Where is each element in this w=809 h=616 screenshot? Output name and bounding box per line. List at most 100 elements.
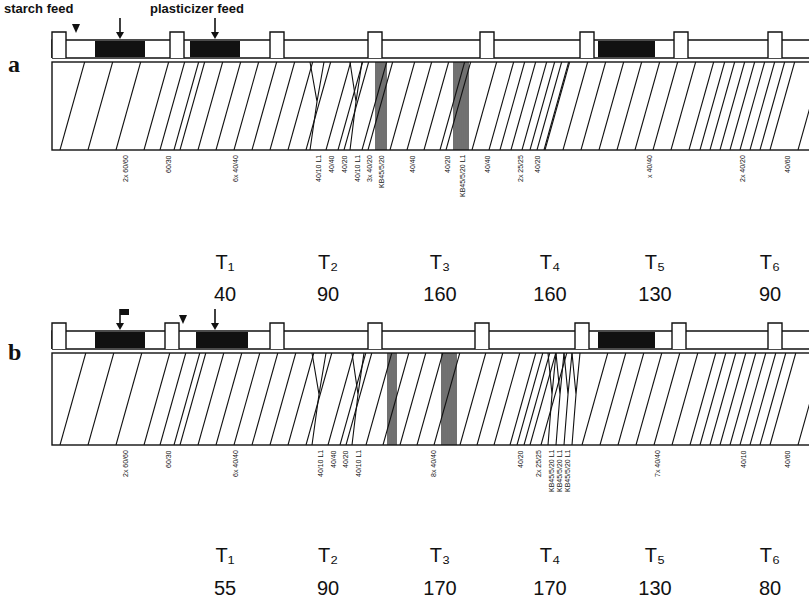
element-label: 40/10 L1 [354, 155, 361, 182]
element-label: 60/30 [165, 450, 172, 468]
flight [700, 62, 725, 150]
kneading-disc [459, 62, 460, 150]
kneading-disc [393, 353, 394, 445]
element-label: 8x 40/40 [430, 450, 437, 477]
feed-marker [72, 24, 80, 33]
kneading-disc [395, 353, 396, 445]
flight [434, 353, 460, 445]
element-label: 2x 25/25 [535, 450, 542, 477]
feed-port [196, 332, 248, 348]
kneading-disc [387, 353, 388, 445]
flight [700, 353, 726, 445]
kneading-disc [391, 353, 392, 445]
flight [362, 62, 387, 150]
zone-temperature: 130 [638, 284, 671, 304]
element-label: 7x 40/40 [654, 450, 661, 477]
kneading-disc [441, 353, 442, 445]
flight [617, 62, 642, 150]
element-label: x 40/40 [646, 155, 653, 178]
element-label: 40/60 [784, 450, 791, 468]
panel-letter: a [8, 52, 20, 76]
left-hand-element [312, 353, 326, 445]
barrel-flange [165, 323, 179, 349]
barrel-flange [52, 32, 66, 58]
left-hand-element [352, 353, 364, 445]
barrel-flange [768, 32, 782, 58]
barrel-wall [52, 40, 809, 58]
barrel-flange [480, 32, 494, 58]
flight [770, 62, 795, 150]
extruder-panel [52, 309, 809, 445]
element-label: 2x 25/25 [517, 155, 524, 182]
flight [383, 353, 409, 445]
flight [116, 62, 141, 150]
arrow-head [211, 32, 219, 39]
barrel-flange [368, 32, 382, 58]
zone-temperature: 40 [214, 284, 236, 304]
flight [740, 353, 766, 445]
feed-port [190, 41, 240, 57]
barrel-flange [52, 323, 66, 349]
flight [730, 353, 756, 445]
flight [798, 353, 809, 445]
barrel-flange [475, 323, 489, 349]
flight [417, 353, 443, 445]
kneading-disc [453, 62, 454, 150]
element-label: 60/30 [165, 155, 172, 173]
left-hand-element [310, 62, 324, 150]
flight [216, 62, 241, 150]
zone-temperature: T₄ [540, 252, 560, 272]
screw-flights [60, 62, 809, 150]
flight [494, 353, 520, 445]
element-label: 40/10 L1 [317, 450, 324, 477]
element-label: 40/10 L1 [355, 450, 362, 477]
left-hand-element [548, 353, 556, 445]
element-label: 3x 40/20 [366, 155, 373, 182]
zone-temperature: 160 [533, 284, 566, 304]
kneading-disc [463, 62, 464, 150]
kneading-disc [457, 62, 458, 150]
flight [530, 353, 556, 445]
zone-temperature: 90 [759, 284, 781, 304]
feed-arrow [119, 18, 121, 34]
kneading-disc [389, 353, 390, 445]
kneading-disc [455, 353, 456, 445]
extruder-panel [52, 18, 809, 150]
element-label: 2x 60/60 [122, 155, 129, 182]
zone-temperature: 90 [317, 578, 339, 598]
zone-temperature: T₂ [318, 252, 338, 272]
flight [306, 353, 332, 445]
element-label: 40/10 [740, 450, 747, 468]
zone-temperature: T₃ [430, 545, 450, 565]
element-label: 40/60 [784, 155, 791, 173]
flight [760, 62, 785, 150]
zone-temperature: T₄ [540, 545, 560, 565]
feed-label: starch feed [4, 2, 73, 15]
barrel-flange [368, 323, 382, 349]
flight [541, 353, 567, 445]
flight [252, 62, 277, 150]
element-label: 40/10 L1 [315, 155, 322, 182]
flight [545, 62, 570, 150]
element-label: 6x 40/40 [232, 450, 239, 477]
flight [174, 62, 199, 150]
element-label: 40/40 [484, 155, 491, 173]
feed-port [598, 41, 655, 57]
feed-arrow [214, 18, 216, 34]
zone-temperature: T₃ [430, 252, 450, 272]
zone-temperature: 80 [759, 578, 781, 598]
flight [440, 62, 465, 150]
kneading-disc [451, 353, 452, 445]
flight [750, 353, 776, 445]
flight [144, 62, 169, 150]
flight [270, 62, 295, 150]
kneading-disc [447, 353, 448, 445]
flight [446, 62, 471, 150]
flight [338, 62, 363, 150]
element-label: 40/40 [409, 155, 416, 173]
kneading-disc [377, 62, 378, 150]
kneading-disc [461, 62, 462, 150]
arrow-head [116, 323, 124, 330]
flight [710, 353, 736, 445]
flight [599, 62, 624, 150]
